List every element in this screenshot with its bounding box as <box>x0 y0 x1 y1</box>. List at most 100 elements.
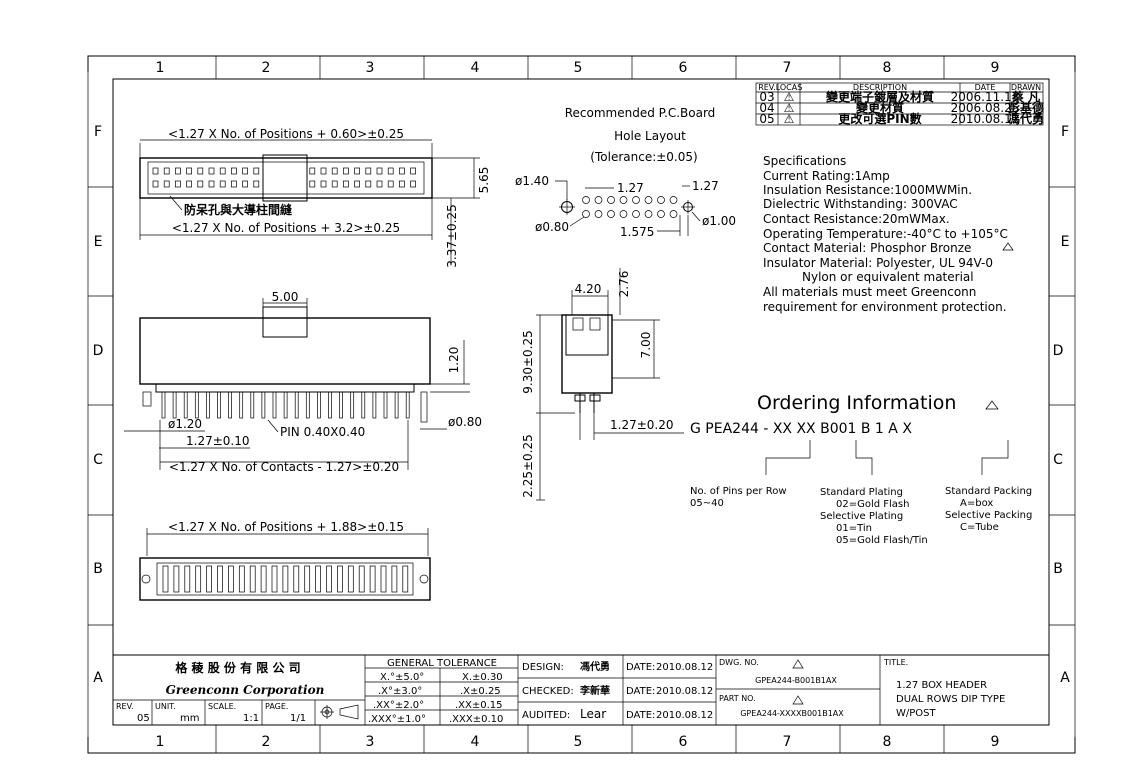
col-label: 6 <box>679 60 688 76</box>
rev-header: DATE <box>975 83 996 92</box>
tolerance-title: GENERAL TOLERANCE <box>387 658 497 669</box>
bottom-slot <box>228 565 234 593</box>
dim-standoff: 1.20 <box>447 347 461 374</box>
top-pin-array <box>152 167 416 188</box>
bottom-slot <box>358 565 365 593</box>
side-pin <box>206 391 210 419</box>
dwg-label: DWG. NO. <box>719 658 759 667</box>
side-pin <box>405 391 410 419</box>
revision-table: REV. LOCAS DESCRIPTION DATE DRAWN 03 ⚠ 變… <box>755 82 1044 126</box>
row-label: F <box>94 124 102 140</box>
drawing-frame: 1 2 3 4 5 6 7 8 9 1 2 3 4 5 6 7 8 9 F E … <box>87 55 1076 754</box>
top-pin <box>320 180 327 188</box>
col-label: 9 <box>991 734 1000 750</box>
dim-hole-diameter: ø0.80 <box>535 220 569 234</box>
spec-line: All materials must meet Greenconn <box>763 285 976 299</box>
pin-note: PIN 0.40X0.40 <box>280 425 365 439</box>
bottom-slot <box>206 565 212 593</box>
pcb-hole <box>594 210 603 218</box>
dim-key-width: 5.00 <box>272 290 299 304</box>
rev-loc: ⚠ <box>784 112 795 126</box>
dim-end-inner: 7.00 <box>639 332 653 359</box>
dim-tail-length: 2.25±0.25 <box>521 434 535 498</box>
bottom-slot <box>380 565 387 593</box>
pcb-hole <box>619 210 628 218</box>
rev-drawn: 彭基德 <box>1008 100 1044 115</box>
rev-number: 04 <box>759 101 774 115</box>
top-pin <box>242 180 248 188</box>
title-line: 1.27 BOX HEADER <box>896 680 987 691</box>
specifications: Specifications Current Rating:1Amp Insul… <box>763 154 1014 314</box>
side-pin <box>317 391 321 419</box>
title-line: W/POST <box>896 708 937 719</box>
bottom-slot <box>347 565 354 593</box>
top-pin <box>399 180 405 188</box>
col-label: 7 <box>783 60 792 76</box>
dwg-value: GPEA244-B001B1AX <box>755 676 837 685</box>
side-pin <box>194 391 199 419</box>
ordering-part-code: G PEA244 - XX XX B001 B 1 A X <box>690 421 912 437</box>
side-pin <box>239 391 244 419</box>
col-label: 9 <box>991 60 1000 76</box>
pcb-hole <box>607 196 615 204</box>
side-view: 5.00 1.20 ø1.20 ø0.80 1.27±0.10 PIN 0.40… <box>124 290 482 474</box>
rev-label: REV. <box>116 702 134 711</box>
top-pin <box>309 167 316 175</box>
revision-triangle-icon <box>792 659 804 669</box>
side-pin <box>172 391 177 419</box>
dim-offset: 1.575 <box>620 225 654 239</box>
page-value: 1/1 <box>290 713 306 724</box>
packing-line: A=box <box>960 498 993 509</box>
tolerance-angle: .X°±3.0° <box>378 686 422 697</box>
bottom-slot-array <box>162 565 409 593</box>
top-pin <box>152 167 159 175</box>
date-label: DATE: <box>626 662 655 673</box>
ordering-title: Ordering Information <box>757 392 956 414</box>
top-view: <1.27 X No. of Positions + 0.60>±0.25 <1… <box>139 127 491 268</box>
pcb-hole <box>632 196 640 204</box>
side-pin <box>161 391 166 419</box>
bottom-slot <box>369 565 376 593</box>
dim-bottom-width: <1.27 X No. of Positions + 1.88>±0.15 <box>168 520 404 534</box>
bottom-slot <box>238 565 245 593</box>
bottom-slot <box>304 565 311 593</box>
pcb-hole-array <box>582 196 678 218</box>
top-pin <box>175 180 181 188</box>
rev-desc: 變更材質 <box>855 100 904 115</box>
side-pin <box>305 391 310 419</box>
company-name-en: Greenconn Corporation <box>166 683 325 697</box>
dim-end-top: 2.76 <box>617 271 631 298</box>
spec-line: Current Rating:1Amp <box>763 169 890 183</box>
plating-line: Selective Plating <box>820 511 903 522</box>
spec-line: Contact Material: Phosphor Bronze <box>763 241 971 255</box>
top-pin <box>399 167 405 175</box>
top-pin <box>231 180 237 188</box>
plating-line: Standard Plating <box>820 487 903 498</box>
projection-icon <box>320 704 359 720</box>
pcb-subtitle: Hole Layout <box>614 129 686 143</box>
title-line: DUAL ROWS DIP TYPE <box>896 694 1005 705</box>
dim-post-diameter: ø0.80 <box>448 415 482 429</box>
rev-loc: ⚠ <box>784 101 795 115</box>
plating-line: 01=Tin <box>836 523 872 534</box>
dim-height: 5.65 <box>477 167 491 194</box>
packing-line: Selective Packing <box>945 510 1032 521</box>
dim-peg-diameter: ø1.40 <box>515 174 549 188</box>
tolerance-linear: X.±0.30 <box>462 672 503 683</box>
side-post <box>420 391 428 423</box>
col-label: 5 <box>574 734 583 750</box>
side-pin <box>283 391 288 419</box>
row-label: B <box>93 561 103 577</box>
date-value: 2010.08.12 <box>656 686 713 697</box>
bottom-slot <box>217 565 223 593</box>
date-value: 2010.08.12 <box>656 710 713 721</box>
row-label: B <box>1053 561 1063 577</box>
pcb-hole <box>582 196 590 204</box>
rev-header: DRAWN <box>1011 83 1041 92</box>
unit-label: UNIT. <box>155 702 176 711</box>
pcb-title: Recommended P.C.Board <box>565 106 716 120</box>
col-label: 8 <box>883 734 892 750</box>
dim-top-width: <1.27 X No. of Positions + 0.60>±0.25 <box>168 127 404 141</box>
side-pin <box>250 391 255 419</box>
rev-desc: 變更端子鍍層及材質 <box>825 89 934 104</box>
